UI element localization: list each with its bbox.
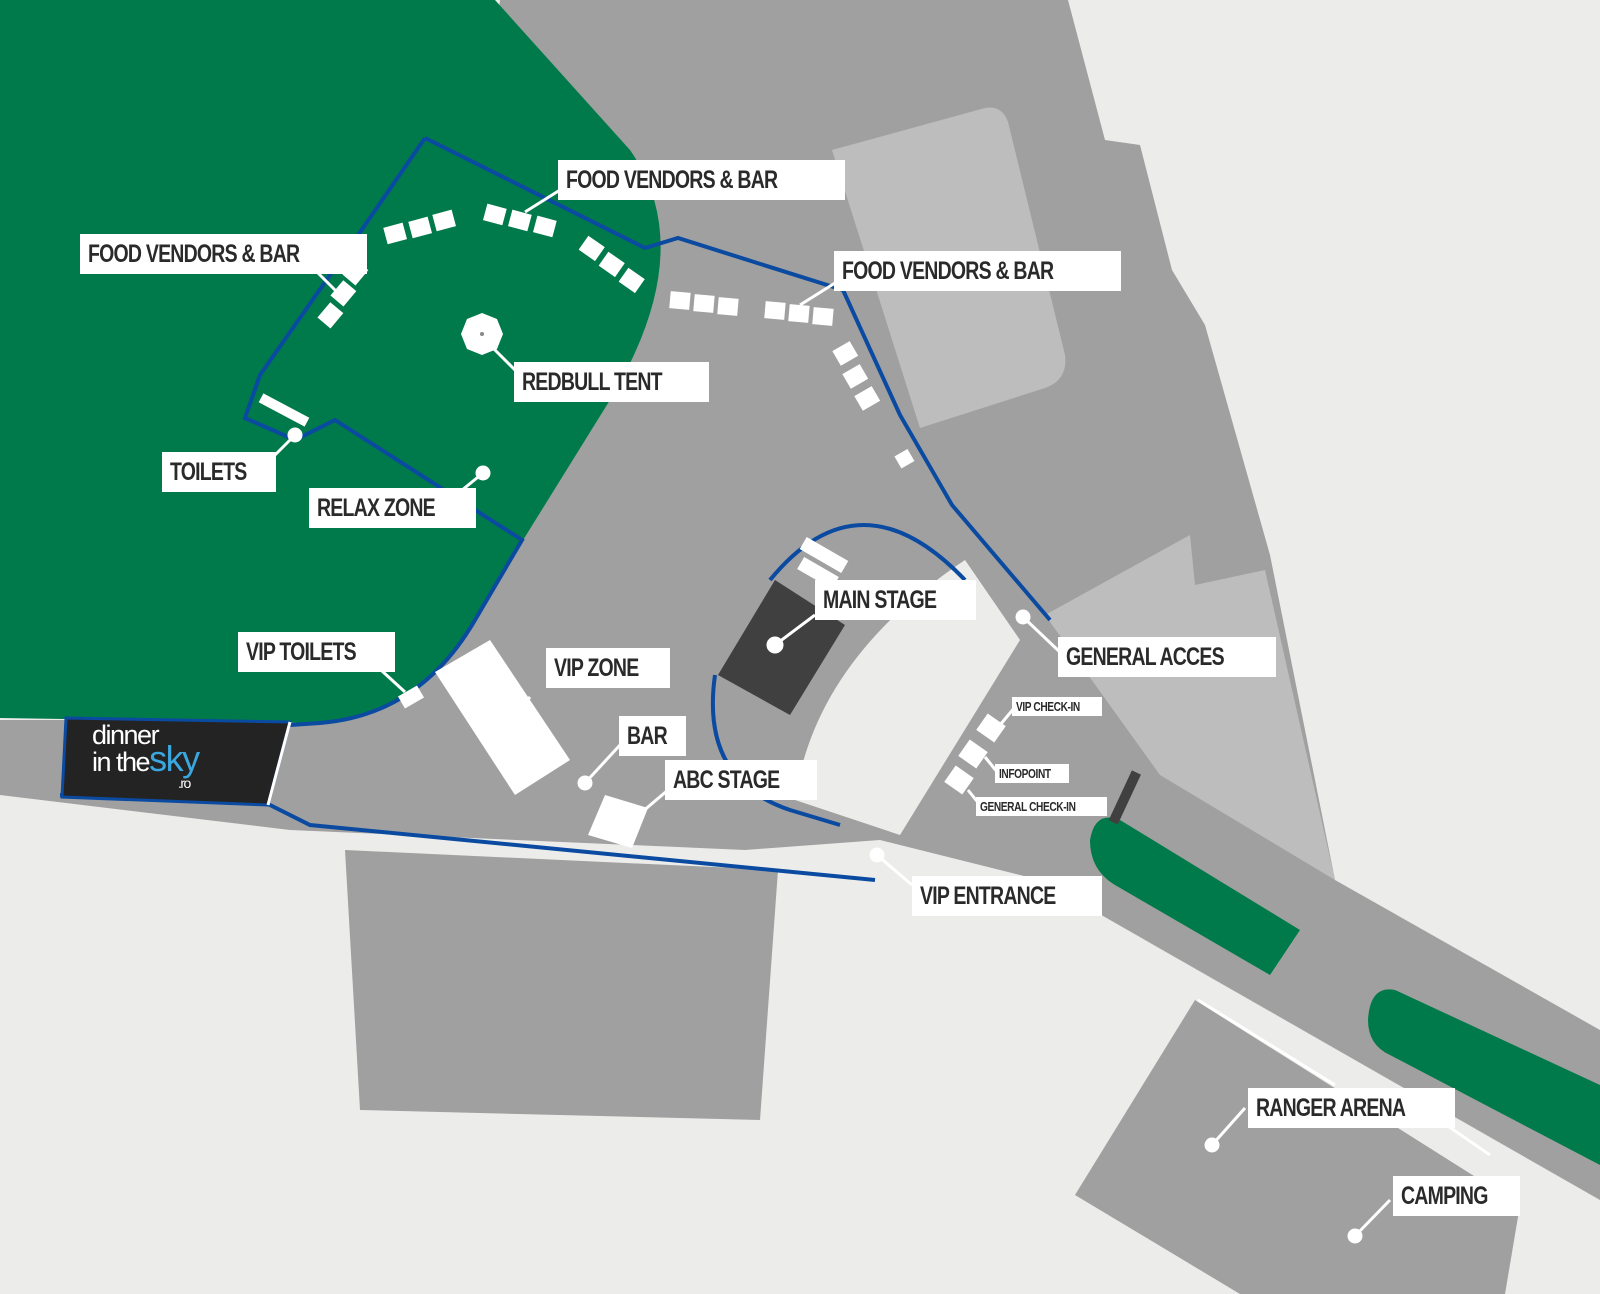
label-text: VIP ENTRANCE [920, 882, 1056, 910]
logo-line2: in the [92, 747, 151, 777]
stage-area [795, 560, 1020, 835]
label-toilets[interactable]: TOILETS [162, 452, 277, 492]
label-text: CAMPING [1401, 1182, 1488, 1210]
label-infopoint[interactable]: INFOPOINT [995, 764, 1070, 783]
label-general-check-in[interactable]: GENERAL CHECK-IN [976, 797, 1107, 816]
gate [1108, 770, 1141, 825]
label-text: FOOD VENDORS & BAR [566, 166, 778, 194]
logo-suffix: .ro [178, 775, 191, 791]
label-text: GENERAL CHECK-IN [980, 799, 1076, 814]
label-relax-zone[interactable]: RELAX ZONE [309, 488, 477, 528]
label-text: FOOD VENDORS & BAR [88, 240, 300, 268]
dinner-in-the-sky-logo: dinner in thesky .ro [92, 720, 200, 792]
label-text: RELAX ZONE [317, 494, 436, 522]
logo-line1: dinner [92, 720, 160, 750]
label-text: RANGER ARENA [1256, 1094, 1406, 1122]
label-text: INFOPOINT [999, 766, 1051, 781]
label-general-acces[interactable]: GENERAL ACCES [1058, 637, 1277, 677]
label-text: BAR [627, 722, 668, 750]
label-food-vendors-top[interactable]: FOOD VENDORS & BAR [558, 160, 845, 200]
green-park [0, 0, 661, 723]
label-main-stage[interactable]: MAIN STAGE [815, 580, 977, 620]
label-text: MAIN STAGE [823, 586, 937, 614]
label-text: FOOD VENDORS & BAR [842, 257, 1054, 285]
label-text: REDBULL TENT [522, 368, 663, 396]
green-strips [1090, 817, 1600, 1165]
label-vip-toilets[interactable]: VIP TOILETS [238, 632, 395, 672]
label-camping[interactable]: CAMPING [1393, 1176, 1521, 1216]
label-food-vendors-left[interactable]: FOOD VENDORS & BAR [80, 234, 367, 274]
label-text: GENERAL ACCES [1066, 643, 1225, 671]
label-vip-entrance[interactable]: VIP ENTRANCE [912, 876, 1102, 916]
label-food-vendors-right[interactable]: FOOD VENDORS & BAR [834, 251, 1121, 291]
label-bar[interactable]: BAR [619, 716, 687, 756]
label-text: VIP CHECK-IN [1016, 699, 1080, 714]
label-vip-check-in[interactable]: VIP CHECK-IN [1012, 697, 1102, 716]
label-text: VIP ZONE [554, 654, 639, 682]
logo-accent: sky [149, 738, 200, 779]
label-abc-stage[interactable]: ABC STAGE [665, 760, 818, 800]
label-redbull-tent[interactable]: REDBULL TENT [514, 362, 710, 402]
label-text: TOILETS [170, 458, 247, 486]
label-text: VIP TOILETS [246, 638, 357, 666]
label-text: ABC STAGE [673, 766, 780, 794]
label-ranger-arena[interactable]: RANGER ARENA [1248, 1088, 1456, 1128]
label-vip-zone[interactable]: VIP ZONE [546, 648, 671, 688]
booths [258, 203, 1006, 848]
